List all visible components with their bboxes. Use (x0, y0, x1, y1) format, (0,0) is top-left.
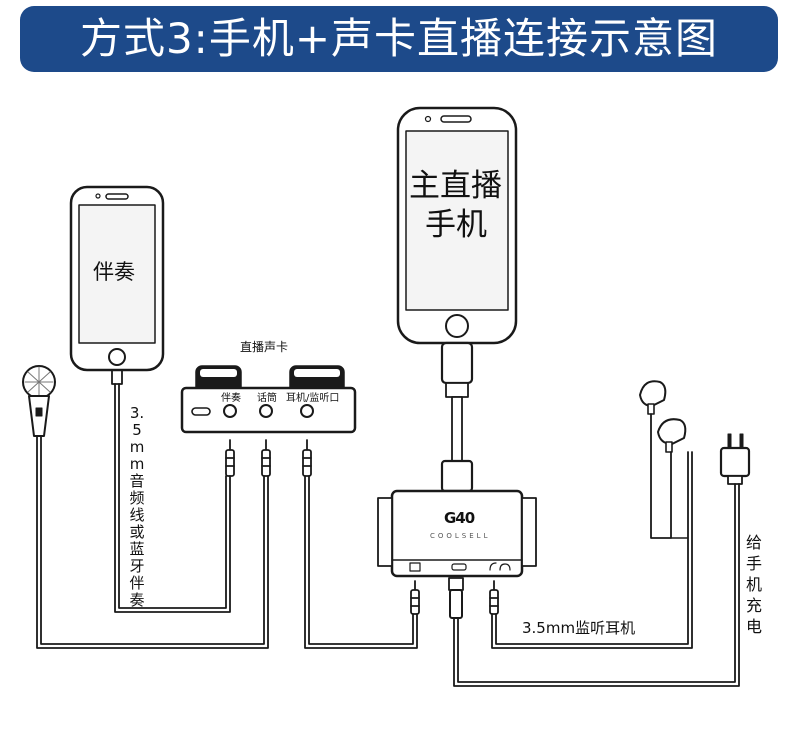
monitor-earphone-label: 3.5mm监听耳机 (522, 619, 636, 637)
microphone-icon (22, 365, 56, 437)
cables (36, 383, 740, 687)
accompaniment-phone (69, 185, 165, 385)
sound-card-plugs (225, 439, 312, 477)
port-label-headphone: 耳机/监听口 (286, 393, 340, 404)
adapter-logo: G40 (444, 509, 475, 527)
accompaniment-cable-label: 3.5mm 音频线或蓝牙伴奏 (129, 404, 145, 609)
main-phone-screen-label-line2: 手机 (425, 207, 487, 243)
adapter-box (377, 489, 537, 578)
power-plug-icon (719, 433, 751, 485)
port-label-accompaniment: 伴奏 (221, 393, 241, 404)
main-phone (396, 106, 518, 493)
adapter-brand: COOLSELL (430, 532, 491, 540)
port-icon (409, 562, 421, 572)
headphone-port-icon (499, 563, 511, 571)
main-phone-screen-label-line1: 主直播 (409, 168, 502, 204)
page-title: 方式3:手机+声卡直播连接示意图 (79, 14, 719, 63)
accompaniment-phone-screen-label: 伴奏 (93, 260, 135, 284)
earphone-icon (639, 380, 687, 453)
adapter-plugs (410, 577, 499, 619)
sound-card-label: 直播声卡 (240, 340, 289, 354)
phone-port-icon (489, 562, 497, 571)
port-label-microphone: 话筒 (257, 393, 277, 404)
battery-icon (451, 563, 467, 571)
charge-label: 给手机充电 (745, 533, 762, 636)
sound-card (180, 365, 357, 434)
title-banner: 方式3:手机+声卡直播连接示意图 (20, 6, 778, 72)
